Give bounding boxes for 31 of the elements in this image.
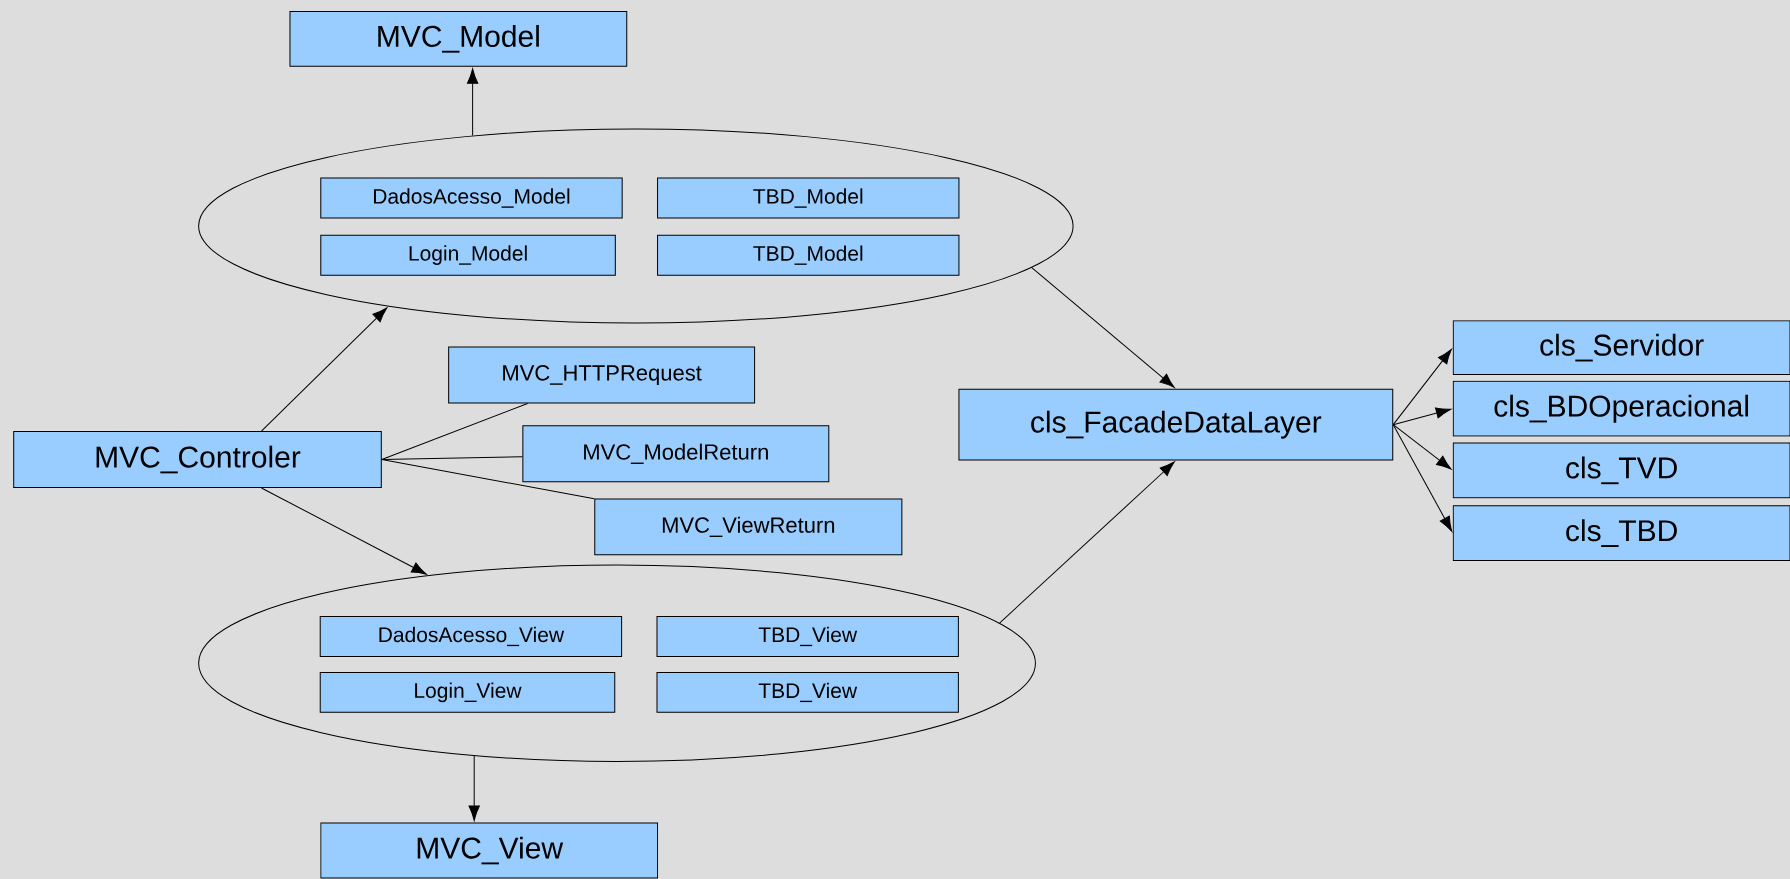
class-box: MVC_ModelReturn [522,425,830,483]
arrow [1392,407,1452,426]
arrow [468,755,480,821]
class-box: cls_TBD [1452,505,1790,562]
class-box: TBD_Model [657,234,960,276]
arrow [1392,424,1452,470]
arrow [1031,267,1175,388]
class-box: TBD_Model [657,177,960,219]
class-box: DadosAcesso_Model [320,177,623,219]
package-ellipse [198,564,1036,762]
class-box: MVC_View [320,822,659,879]
class-box: cls_FacadeDataLayer [958,388,1394,461]
class-box: MVC_ViewReturn [594,498,903,556]
class-box: cls_TVD [1452,442,1790,499]
class-box: cls_Servidor [1452,320,1790,375]
arrow [1392,424,1453,532]
arrow [260,487,427,575]
package-ellipse [198,128,1074,324]
arrow [999,461,1175,624]
class-box: TBD_View [656,671,959,713]
arrow [1392,348,1452,426]
class-box: MVC_HTTPRequest [448,346,756,404]
class-box: MVC_Model [289,10,628,67]
arrow [466,68,479,137]
class-box: TBD_View [656,615,959,657]
class-box: cls_BDOperacional [1452,380,1790,437]
arrow [260,307,388,432]
class-box: Login_View [319,671,616,713]
class-box: Login_Model [320,234,616,276]
class-box: DadosAcesso_View [319,615,623,657]
class-box: MVC_Controler [13,431,382,488]
